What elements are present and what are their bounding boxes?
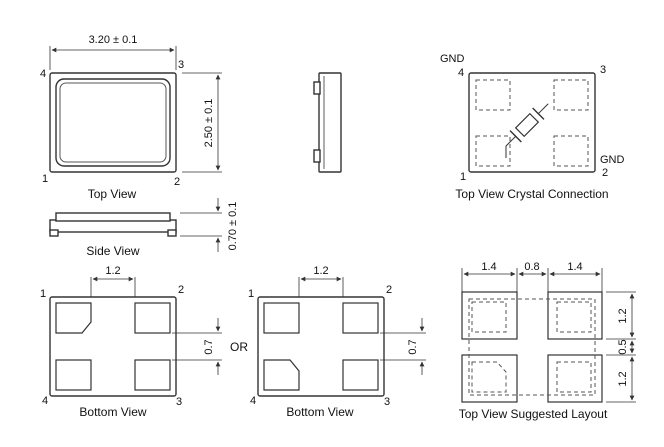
suggested-layout-view: 1.4 0.8 1.4 1.2 0.5 1.2 Top View Suggest…: [459, 261, 636, 421]
layout-dim-left: 1.4: [481, 261, 496, 273]
bottom-b-pin-1: 1: [248, 288, 254, 300]
bottom-b-pad-2: [342, 302, 379, 334]
bottom-b-pad-dim: 0.7: [407, 339, 419, 354]
layout-dim-v-bot: 1.2: [617, 371, 629, 386]
bottom-a-pad-4: [55, 359, 92, 391]
top-view-lid: [55, 78, 171, 167]
side-view: 0.70 ± 0.1 Side View: [49, 198, 239, 258]
bottom-b-caption: Bottom View: [286, 405, 353, 419]
side-profile-vertical: [313, 72, 342, 173]
layout-dim-v-mid: 0.5: [617, 339, 629, 354]
top-view-pin-1: 1: [42, 173, 48, 185]
bottom-a-pin-1: 1: [40, 288, 46, 300]
bottom-b-pin-3: 3: [384, 396, 390, 408]
top-view-pin-4: 4: [40, 68, 46, 80]
bottom-b-pad-3: [342, 359, 379, 391]
bottom-b-pin-4: 4: [250, 395, 256, 407]
bottom-b-pin-2: 2: [386, 284, 392, 296]
top-view-caption: Top View: [88, 187, 137, 201]
bottom-view-a: 1.2 0.7 1 2 4 3 Bottom View: [40, 265, 222, 419]
layout-view-caption: Top View Suggested Layout: [459, 407, 608, 421]
crystal-symbol: [505, 103, 549, 147]
bottom-a-caption: Bottom View: [79, 405, 146, 419]
bottom-view-b: 1.2 0.7 1 2 4 3 Bottom View: [248, 265, 426, 419]
or-label: OR: [230, 340, 248, 354]
layout-pad-1: [461, 354, 518, 403]
side-view-caption: Side View: [86, 244, 139, 258]
bottom-a-pad-dim: 0.7: [203, 339, 215, 354]
top-view-pin-2: 2: [174, 176, 180, 188]
crystal-pin-3: 3: [600, 64, 606, 76]
side-view-height-dim: 0.70 ± 0.1: [227, 202, 239, 251]
side-view-lid: [55, 212, 171, 222]
crystal-view-caption: Top View Crystal Connection: [455, 187, 608, 201]
bottom-b-gap-dim: 1.2: [313, 265, 328, 277]
crystal-connection-view: GND 4 3 GND 2 1 Top View Crystal Connect…: [440, 53, 625, 201]
crystal-pin-4: 4: [458, 67, 464, 79]
bottom-a-pad-3: [134, 359, 171, 391]
bottom-a-pin-3: 3: [176, 396, 182, 408]
bottom-a-pad-2: [134, 302, 171, 334]
crystal-pin-2: 2: [602, 167, 608, 179]
bottom-a-pin-2: 2: [178, 284, 184, 296]
crystal-pin-1: 1: [460, 171, 466, 183]
crystal-gnd-bottom: GND: [600, 154, 625, 166]
side-view-body: [49, 219, 177, 233]
bottom-b-pad-4: [263, 359, 300, 391]
bottom-b-pad-1: [263, 302, 300, 334]
top-view-pin-3: 3: [178, 59, 184, 71]
crystal-gnd-top: GND: [440, 53, 465, 65]
top-view: 3.20 ± 0.1 2.50 ± 0.1 4 3 1 2 Top View: [40, 34, 222, 201]
layout-dim-mid: 0.8: [524, 261, 539, 273]
layout-dim-v-top: 1.2: [617, 308, 629, 323]
bottom-a-gap-dim: 1.2: [105, 265, 120, 277]
layout-dim-right: 1.4: [567, 261, 582, 273]
top-view-height-dim: 2.50 ± 0.1: [203, 99, 215, 148]
layout-pad-4: [461, 291, 518, 340]
bottom-a-pad-1: [55, 302, 92, 334]
top-view-width-dim: 3.20 ± 0.1: [89, 34, 138, 46]
bottom-a-pin-4: 4: [42, 395, 48, 407]
